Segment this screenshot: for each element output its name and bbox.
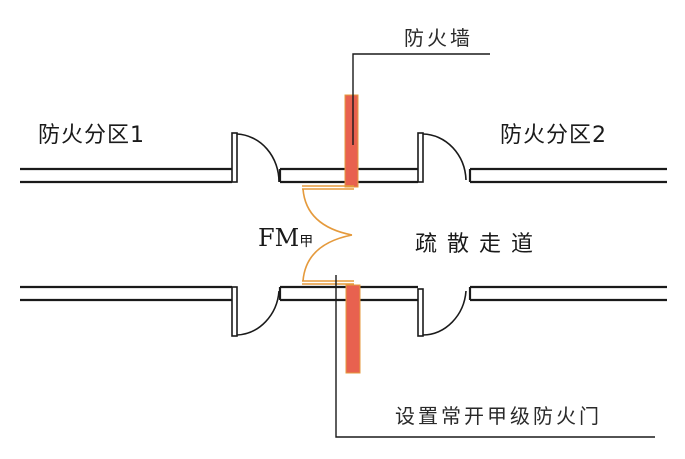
door-bottom-right <box>417 288 467 337</box>
fire-door-code-label: FM甲 <box>258 224 313 252</box>
evacuation-corridor-label: 疏散走道 <box>415 232 544 257</box>
door-top-left <box>231 132 280 183</box>
fire-wall-bottom <box>345 284 361 374</box>
door-top-right <box>417 132 467 183</box>
fire-wall-leader-line <box>352 53 490 145</box>
fire-zone-2-label: 防火分区2 <box>500 123 607 148</box>
fire-zone-1-label: 防火分区1 <box>38 123 145 148</box>
fire-door-leader-line <box>335 275 655 438</box>
fire-wall-label: 防火墙 <box>404 26 473 50</box>
door-code: FM <box>258 224 300 252</box>
fire-door <box>302 185 354 285</box>
top-wall <box>20 167 667 184</box>
fire-wall-top <box>344 94 359 188</box>
door-grade: 甲 <box>299 234 314 250</box>
fire-door-note-label: 设置常开甲级防火门 <box>395 404 602 428</box>
bottom-wall <box>20 285 667 302</box>
door-bottom-left <box>231 286 280 337</box>
